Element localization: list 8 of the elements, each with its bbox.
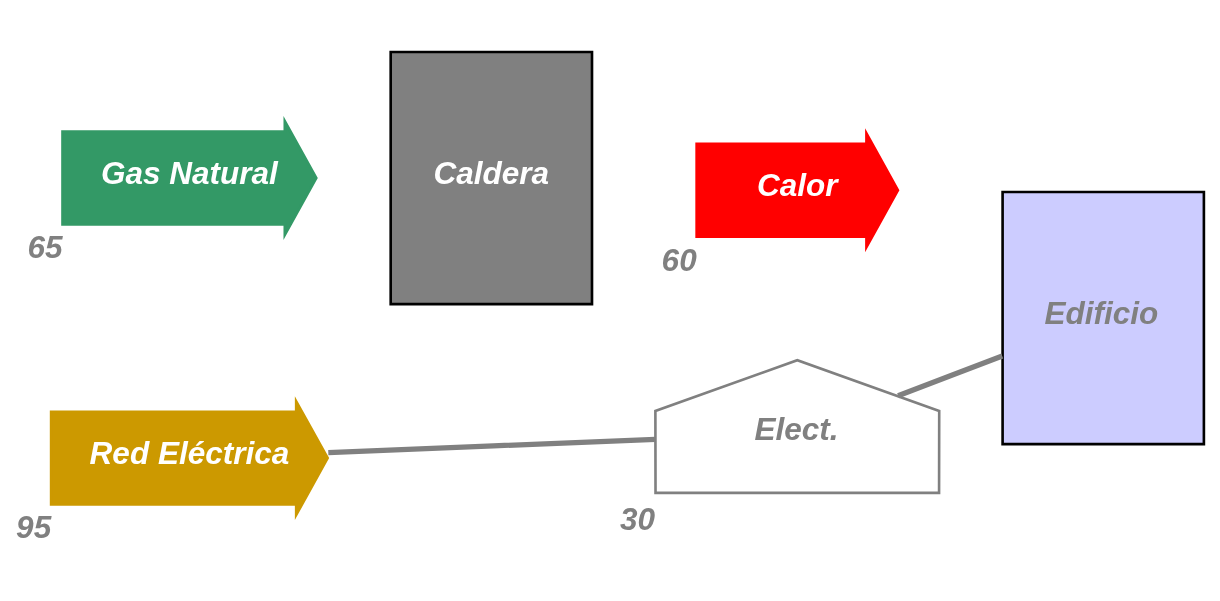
node-box: Edificio <box>1001 190 1206 445</box>
node-label: 95 <box>16 508 52 545</box>
node-label: 30 <box>620 500 656 537</box>
node-label: 65 <box>27 228 63 265</box>
node-label: 60 <box>661 241 697 278</box>
connector <box>897 353 1004 398</box>
connector <box>328 436 656 455</box>
node-box: Caldera <box>389 50 594 305</box>
